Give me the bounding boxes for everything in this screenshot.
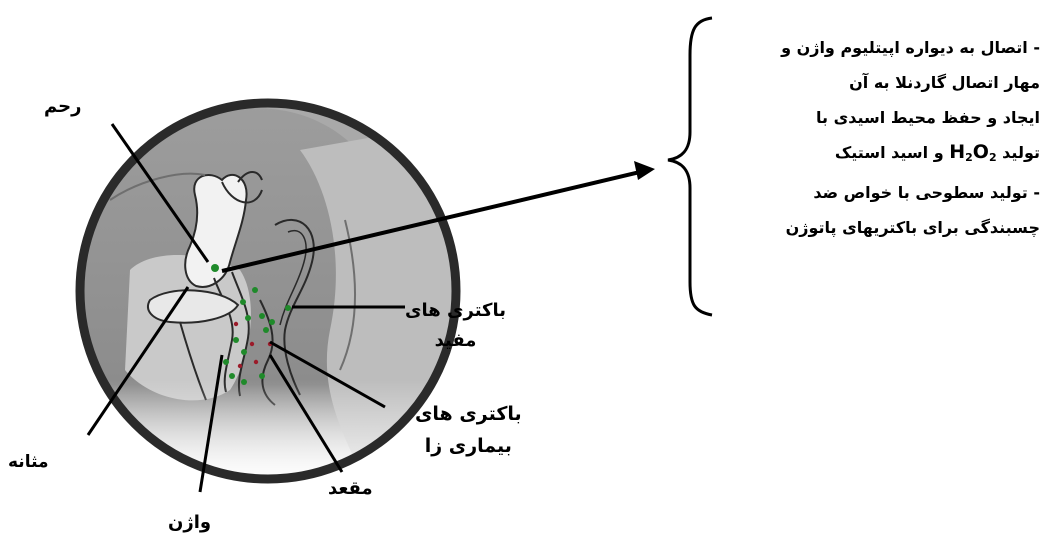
beneficial-bacterium xyxy=(259,373,265,379)
lactobacillus-functions: - اتصال به دیواره اپیتلیوم واژن و مهار ا… xyxy=(715,30,1040,245)
beneficial-bacterium xyxy=(233,337,239,343)
uterus-label: رحم xyxy=(44,96,81,117)
h2o2-formula: H2O2 xyxy=(949,141,996,163)
function-line-3: ایجاد و حفظ محیط اسیدی با xyxy=(715,100,1040,135)
bladder-label: مثانه xyxy=(8,452,49,472)
pathogenic-bacterium xyxy=(254,360,258,364)
formula-h-sub: 2 xyxy=(965,151,973,164)
beneficial-label-line2: مفید xyxy=(405,326,506,356)
vagina-label: واژن xyxy=(168,512,211,533)
function-line-4: تولید H2O2 و اسید استیک xyxy=(715,135,1040,175)
function-line-1: - اتصال به دیواره اپیتلیوم واژن و xyxy=(715,30,1040,65)
beneficial-bacterium xyxy=(229,373,235,379)
beneficial-bacteria-label: باکتری های مفید xyxy=(405,296,506,356)
pathogenic-label-line1: باکتری های xyxy=(415,398,522,430)
formula-h: H xyxy=(949,141,965,163)
beneficial-bacterium xyxy=(211,264,219,272)
beneficial-bacterium xyxy=(241,349,247,355)
rectum-label: مقعد xyxy=(328,478,373,499)
beneficial-bacterium xyxy=(252,287,258,293)
beneficial-bacterium xyxy=(245,315,251,321)
formula-o: O xyxy=(973,141,989,163)
curly-brace xyxy=(668,18,712,315)
pathogenic-bacterium xyxy=(238,364,242,368)
beneficial-bacterium xyxy=(259,313,265,319)
beneficial-bacterium xyxy=(241,379,247,385)
pathogenic-bacteria-label: باکتری های بیماری زا xyxy=(415,398,522,462)
function-line-5: - تولید سطوحی با خواص ضد xyxy=(715,175,1040,210)
beneficial-bacterium xyxy=(240,299,246,305)
line4-prefix: تولید xyxy=(1002,143,1040,162)
beneficial-bacterium xyxy=(285,305,291,311)
function-line-2: مهار اتصال گاردنلا به آن xyxy=(715,65,1040,100)
pathogenic-label-line2: بیماری زا xyxy=(415,430,522,462)
function-line-6: چسبندگی برای باکتریهای پاتوژن xyxy=(715,210,1040,245)
beneficial-label-line1: باکتری های xyxy=(405,296,506,326)
formula-o-sub: 2 xyxy=(989,151,997,164)
beneficial-bacterium xyxy=(263,327,269,333)
line4-suffix: و اسید استیک xyxy=(835,143,944,162)
pathogenic-bacterium xyxy=(250,342,254,346)
pathogenic-bacterium xyxy=(234,322,238,326)
beneficial-bacterium xyxy=(269,319,275,325)
beneficial-bacterium xyxy=(223,359,229,365)
